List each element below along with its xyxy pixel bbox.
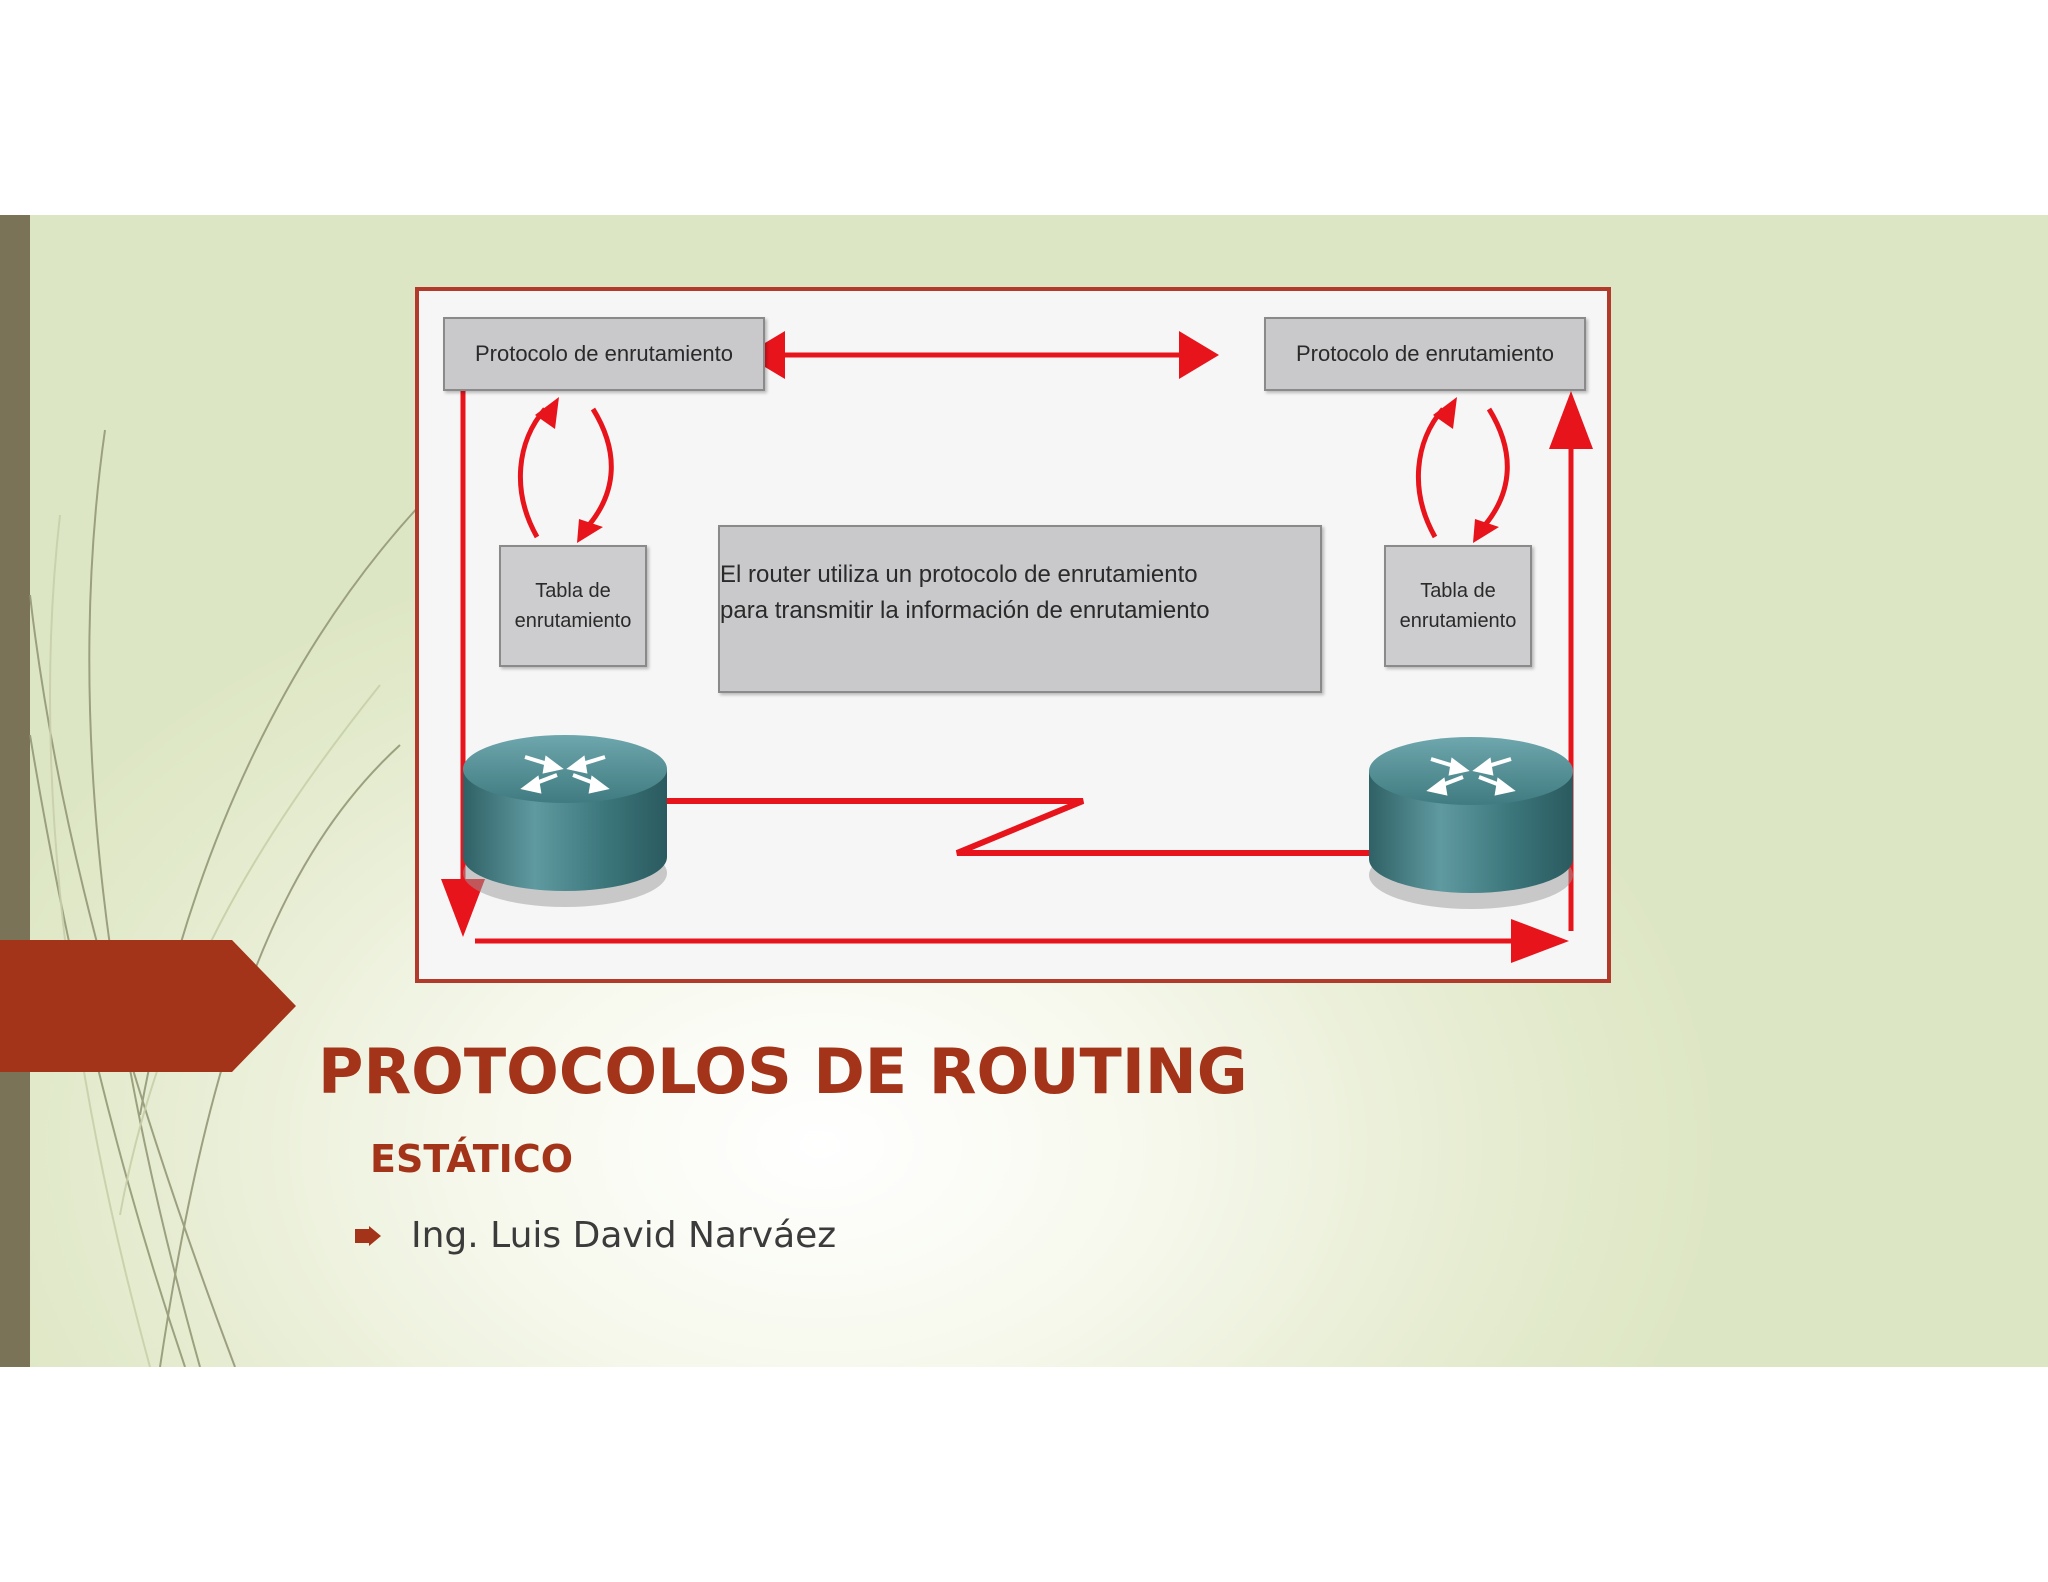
description-line1: El router utiliza un protocolo de enruta… <box>720 557 1198 593</box>
right-routing-table-line2: enrutamiento <box>1400 606 1517 636</box>
right-cycle-arrows <box>1418 409 1507 537</box>
arrow-bullet-icon <box>355 1226 381 1246</box>
right-routing-protocol-label: Protocolo de enrutamiento <box>1296 341 1554 367</box>
left-routing-protocol-box: Protocolo de enrutamiento <box>443 317 765 391</box>
description-line2: para transmitir la información de enruta… <box>720 593 1210 629</box>
right-routing-table-line1: Tabla de <box>1420 576 1496 606</box>
serial-link <box>655 801 1379 853</box>
decorative-grass-lines <box>0 215 460 1367</box>
right-routing-table-box: Tabla de enrutamiento <box>1384 545 1532 667</box>
left-routing-protocol-label: Protocolo de enrutamiento <box>475 341 733 367</box>
router-icon <box>463 735 667 907</box>
left-routing-table-line2: enrutamiento <box>515 606 632 636</box>
top-double-arrow <box>745 331 1219 379</box>
description-box: El router utiliza un protocolo de enruta… <box>718 525 1322 693</box>
left-routing-table-line1: Tabla de <box>535 576 611 606</box>
author-name: Ing. Luis David Narváez <box>411 1215 836 1256</box>
left-routing-table-box: Tabla de enrutamiento <box>499 545 647 667</box>
slide-subtitle: ESTÁTICO <box>370 1137 573 1181</box>
routing-diagram: Protocolo de enrutamiento Protocolo de e… <box>415 287 1611 983</box>
bottom-right-arrow <box>475 919 1569 963</box>
slide-title: PROTOCOLOS DE ROUTING <box>318 1035 1248 1108</box>
right-routing-protocol-box: Protocolo de enrutamiento <box>1264 317 1586 391</box>
router-icon <box>1369 737 1573 909</box>
slide: Protocolo de enrutamiento Protocolo de e… <box>0 215 2048 1367</box>
title-arrow-tab <box>0 940 296 1072</box>
left-cycle-arrows <box>520 409 611 537</box>
bullet-list-item: Ing. Luis David Narváez <box>355 1215 836 1256</box>
